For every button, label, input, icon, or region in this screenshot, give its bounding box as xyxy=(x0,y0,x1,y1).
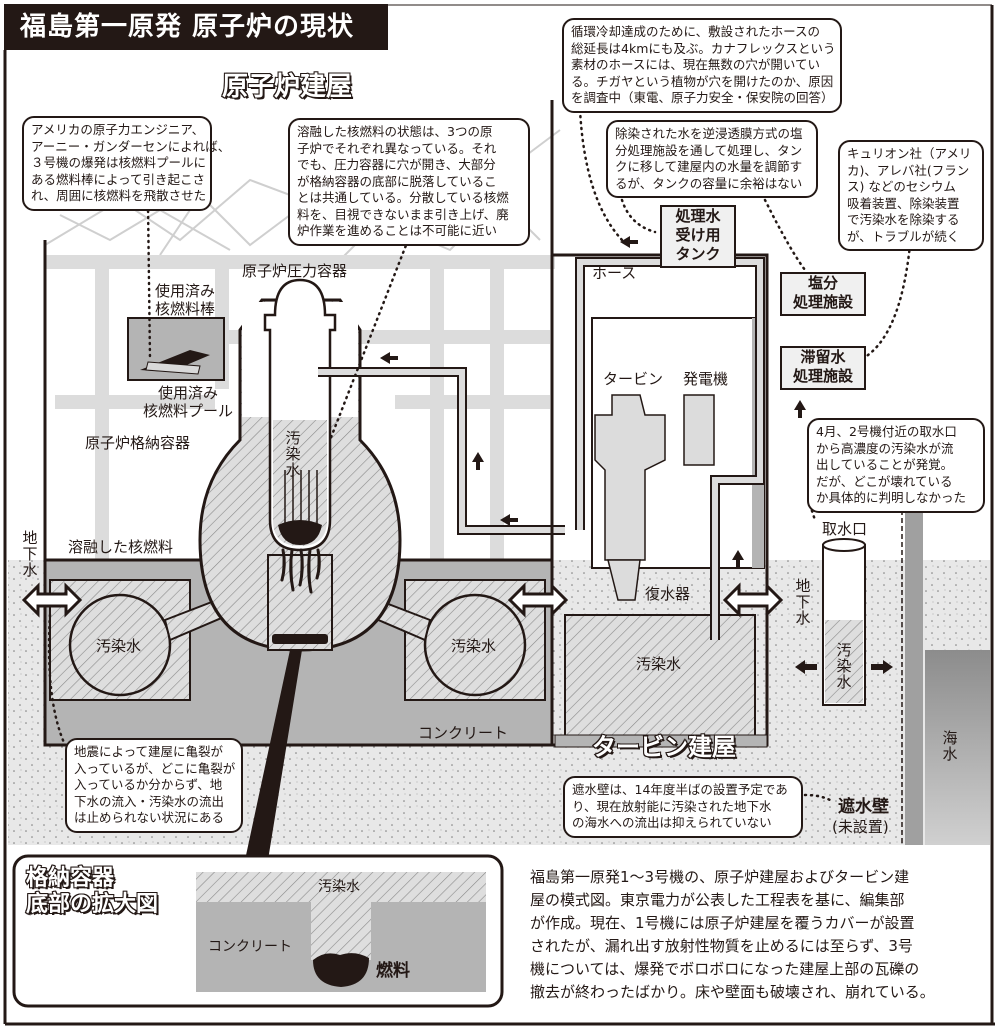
inset-label-water: 汚染水 xyxy=(318,879,360,895)
callout-intake: 4月、2号機付近の取水口 から高濃度の汚染水が流 出していることが発覚。 だが、… xyxy=(807,418,985,513)
turbine-building-title: タービン建屋 xyxy=(591,732,737,762)
stagnant-water-facility-box: 滞留水 処理施設 xyxy=(780,346,866,390)
turbine-contaminated-water xyxy=(564,614,756,746)
turbine-shape xyxy=(594,394,666,561)
callout-seawall: 遮水壁は、14年度半ばの設置予定であ り、現在放射能に汚染された地下水 の海水へ… xyxy=(563,776,803,838)
fuel-rods xyxy=(284,470,318,525)
building-beam xyxy=(55,395,215,409)
label-vessel-contaminated-water: 汚染水 xyxy=(285,429,301,479)
inset-fuel-blob xyxy=(313,953,369,987)
callout-gundersen: アメリカの原子力エンジニア、 アーニー・ガンダーセンによれば、 ３号機の爆発は核… xyxy=(22,116,230,211)
seawall-structure xyxy=(905,510,923,845)
melted-fuel-in-vessel xyxy=(278,520,322,545)
label-intake-contaminated-water: 汚染水 xyxy=(836,641,852,691)
label-seawater: 海水 xyxy=(942,729,958,763)
building-column xyxy=(95,269,109,559)
label-groundwater-right: 地下水 xyxy=(795,577,811,627)
condenser-shape xyxy=(607,559,641,601)
callout-reverse-osmosis: 除染された水を逆浸透膜方式の塩 分処理施設を通して処理し、タン クに移して建屋内… xyxy=(606,120,818,198)
reactor-building-title: 原子炉建屋 xyxy=(221,71,353,103)
inset-title-line1: 格納容器 xyxy=(25,865,115,892)
intake-contaminated-water xyxy=(825,620,863,703)
torus-right xyxy=(423,593,527,697)
pressure-vessel-water xyxy=(273,420,327,546)
inset-pointer xyxy=(245,650,302,860)
fuel-debris-bottom xyxy=(272,634,328,644)
label-turbine: タービン xyxy=(603,370,664,388)
label-groundwater-left: 地下水 xyxy=(22,529,38,579)
spent-fuel-debris xyxy=(145,361,201,375)
treated-water-tank-box: 処理水 受け用 タンク xyxy=(660,205,736,268)
label-melted-fuel: 溶融した核燃料 xyxy=(68,538,174,556)
leak-arrows xyxy=(795,660,893,674)
label-seawall: 遮水壁 xyxy=(838,797,889,817)
diagram-caption: 福島第一原発1～3号機の、原子炉建屋およびタービン建 屋の模式図。東京電力が公表… xyxy=(530,868,935,1001)
label-hose: ホース xyxy=(592,264,637,282)
water-intake-top xyxy=(822,538,866,552)
desalination-facility-box: 塩分 処理施設 xyxy=(780,272,866,316)
inset-concrete-right xyxy=(371,902,486,992)
callout-kurion: キュリオン社（アメリ カ)、アレバ社(フラン ス) などのセシウム 吸着装置、除… xyxy=(838,140,984,251)
label-seawall-status: (未設置) xyxy=(832,818,889,836)
label-pressure-vessel: 原子炉圧力容器 xyxy=(242,262,348,280)
inset-title: 格納容器 底部の拡大図 xyxy=(25,865,159,918)
dripping-fuel xyxy=(280,548,321,594)
seawater xyxy=(925,650,990,845)
leader-lines xyxy=(47,108,912,802)
label-concrete: コンクリート xyxy=(418,724,509,742)
building-column xyxy=(430,269,444,569)
building-floor-beam xyxy=(45,255,555,269)
building-beam xyxy=(340,330,550,344)
label-torus-right-water: 汚染水 xyxy=(451,637,497,655)
inset-water-layer xyxy=(196,872,486,902)
inset-concrete-left xyxy=(196,902,311,992)
label-turbine-contaminated-water: 汚染水 xyxy=(636,655,682,673)
label-spent-fuel-rods: 使用済み 核燃料棒 xyxy=(155,282,216,318)
label-spent-fuel-pool: 使用済み 核燃料プール xyxy=(143,384,234,420)
callout-melted-fuel: 溶融した核燃料の状態は、3つの原 子炉でそれぞれ異なっている。それ でも、圧力容… xyxy=(288,118,530,246)
inset-title-line2: 底部の拡大図 xyxy=(25,891,159,918)
flow-arrows xyxy=(380,236,806,568)
torus-left xyxy=(68,593,172,697)
building-column xyxy=(490,269,504,569)
page-title: 福島第一原発 原子炉の現状 xyxy=(4,4,388,50)
label-torus-left-water: 汚染水 xyxy=(96,637,142,655)
generator-shape xyxy=(683,394,715,466)
label-containment-vessel: 原子炉格納容器 xyxy=(85,434,191,452)
inset-label-fuel: 燃料 xyxy=(376,961,410,981)
callout-earthquake: 地震によって建屋に亀裂が 入っているが、どこに亀裂が 入っているか分からず、地 … xyxy=(65,738,243,833)
label-generator: 発電機 xyxy=(683,370,729,388)
building-beam xyxy=(395,395,550,409)
turbine-floor xyxy=(554,734,768,748)
label-condenser: 復水器 xyxy=(645,585,691,603)
groundwater-exchange-arrows xyxy=(21,582,784,618)
label-water-intake: 取水口 xyxy=(822,520,868,538)
inset-label-concrete: コンクリート xyxy=(208,939,292,955)
callout-hose: 循環冷却達成のために、敷設されたホースの 総延長は4kmにも及ぶ。カナフレックス… xyxy=(562,18,842,113)
